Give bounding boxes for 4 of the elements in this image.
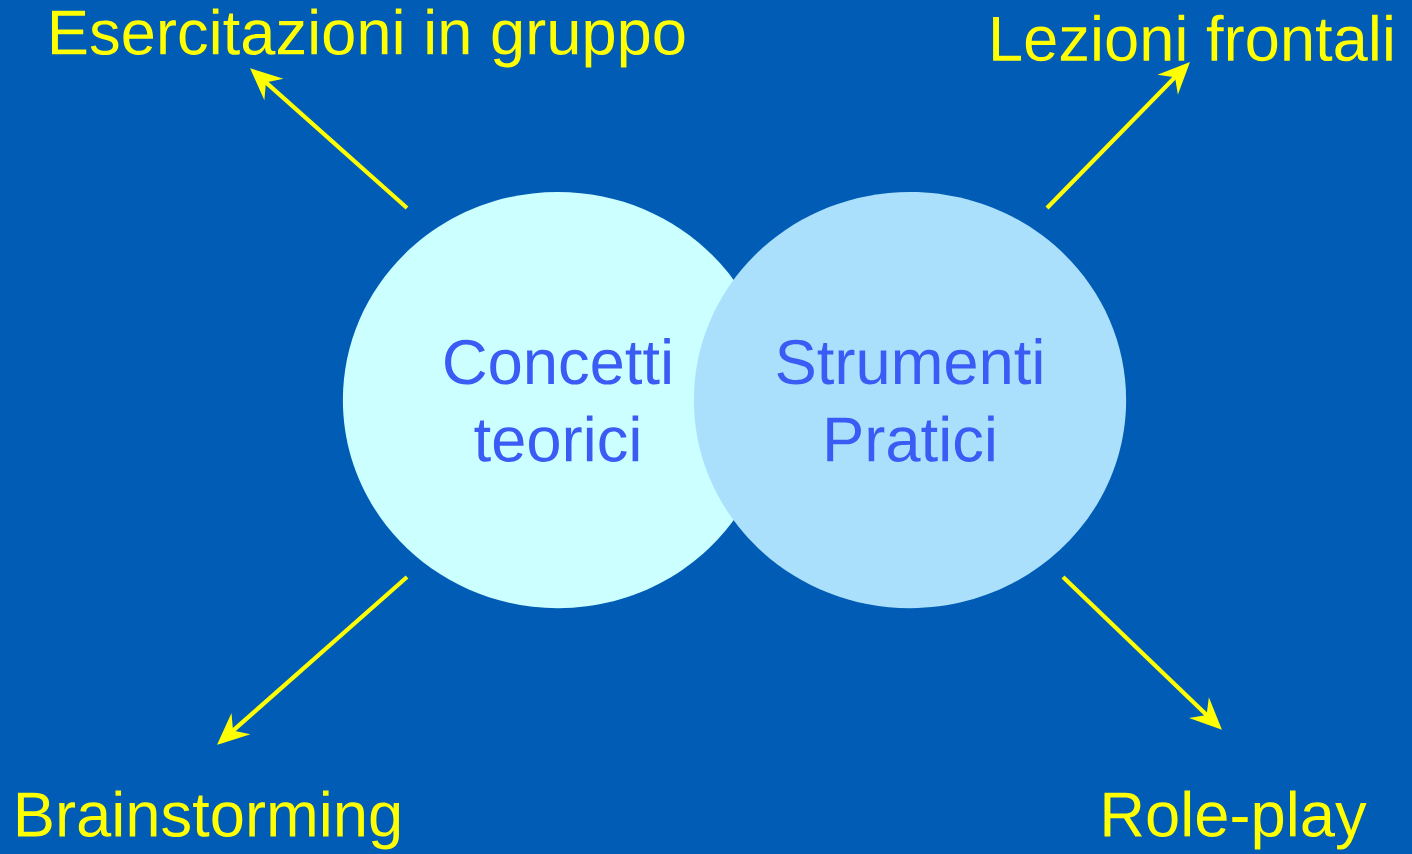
label: Esercitazioni in gruppo (52, 8, 685, 68)
label: Lezioni frontali (993, 14, 1392, 62)
label: Brainstorming (17, 790, 400, 850)
label: Role-play (1104, 790, 1367, 850)
